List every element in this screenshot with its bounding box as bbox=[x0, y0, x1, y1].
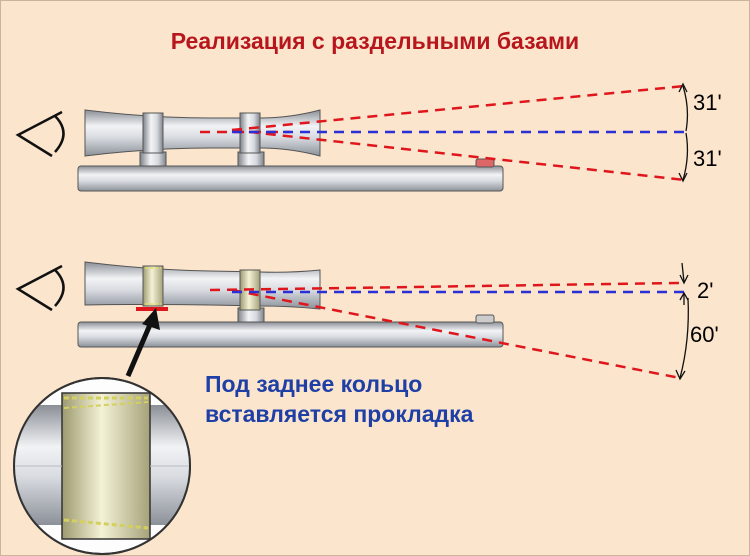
rear-sight-bump bbox=[475, 314, 495, 324]
bottom-angle-lower-label: 60' bbox=[690, 322, 719, 347]
rear-mount-foot bbox=[139, 151, 167, 167]
zoom-detail bbox=[13, 377, 191, 555]
bottom-lower-angle-arc bbox=[679, 297, 689, 379]
shim-note: Под заднее кольцо вставляется прокладка bbox=[205, 369, 473, 429]
rear-sight-bump bbox=[475, 158, 495, 168]
rifle-barrel bbox=[77, 321, 504, 348]
top-upper-angle-arc bbox=[682, 85, 689, 132]
top-diagram bbox=[15, 82, 690, 192]
rear-ring bbox=[142, 265, 164, 307]
shim-note-line2: вставляется прокладка bbox=[205, 401, 474, 427]
bottom-diagram bbox=[15, 261, 690, 381]
bottom-upper-ray bbox=[209, 281, 681, 292]
top-angle-upper-label: 31' bbox=[693, 90, 722, 115]
pointer-arrow bbox=[125, 308, 160, 377]
top-lower-ray bbox=[231, 128, 686, 182]
scope-body bbox=[84, 261, 321, 310]
shim-closeup bbox=[63, 518, 149, 530]
bottom-angle-upper-label: 2' bbox=[697, 278, 713, 303]
diagram-title: Реализация с раздельными базами bbox=[170, 28, 580, 54]
rear-ring bbox=[142, 112, 164, 154]
ring-closeup bbox=[61, 392, 151, 540]
eye-icon bbox=[15, 264, 65, 312]
top-angle-lower-label: 31' bbox=[693, 146, 722, 171]
bottom-lower-ray bbox=[231, 288, 681, 380]
top-lower-angle-arc bbox=[682, 132, 689, 181]
top-upper-ray bbox=[231, 84, 686, 132]
front-mount-foot bbox=[237, 151, 265, 167]
shim-note-line1: Под заднее кольцо bbox=[205, 371, 423, 397]
eye-icon bbox=[15, 110, 65, 158]
rifle-barrel bbox=[77, 165, 504, 192]
